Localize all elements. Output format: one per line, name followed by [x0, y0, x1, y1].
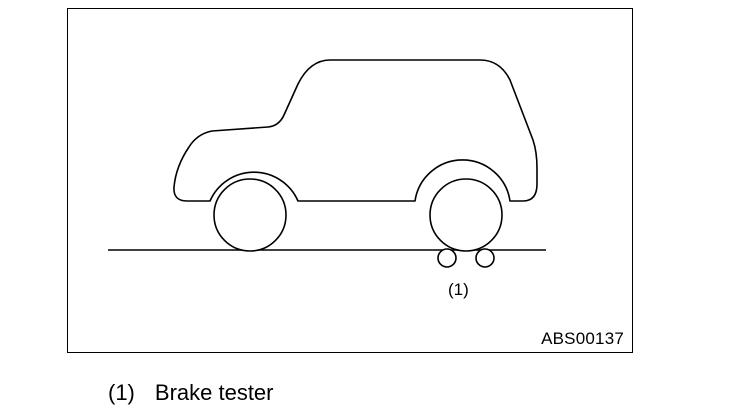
- wheel-rear: [213, 178, 287, 252]
- legend-label: Brake tester: [154, 380, 274, 405]
- tester-roller-left: [437, 248, 457, 268]
- wheel-front: [429, 178, 503, 252]
- legend-item: (1) Brake tester: [108, 380, 274, 406]
- tester-roller-right: [475, 248, 495, 268]
- legend-number: (1): [108, 380, 135, 405]
- figure-code: ABS00137: [541, 329, 624, 348]
- figure-frame: [67, 8, 633, 353]
- vehicle-body-outline: [173, 59, 538, 202]
- callout-brake-tester: (1): [448, 280, 469, 299]
